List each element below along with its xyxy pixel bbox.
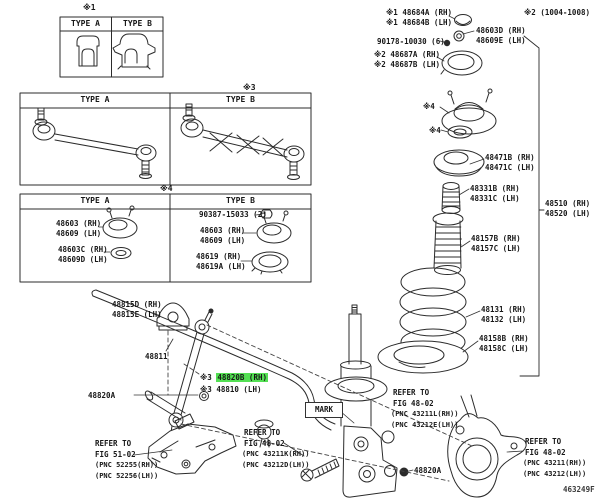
part-label-48158b-48158c[interactable]: 48158B (RH) 48158C (LH) xyxy=(479,334,529,353)
bearing-ring-drawing xyxy=(453,30,465,42)
part-label-48815d-48815e[interactable]: 48815D (RH) 48815E (LH) xyxy=(112,300,162,319)
refer-note-arm-head: REFER TO FIG 51-02 xyxy=(95,439,136,459)
part-label-48157b-48157c[interactable]: 48157B (RH) 48157C (LH) xyxy=(471,234,521,253)
inset3-header-type-a: TYPE A xyxy=(80,95,110,104)
marker-prefix: ※3 xyxy=(200,373,217,382)
dashed-alignment-lines xyxy=(167,324,473,482)
strut-support-drawing xyxy=(441,88,497,135)
link-type-b-drawing xyxy=(180,103,305,180)
link-type-a-drawing xyxy=(32,107,157,179)
inset1-header-type-b: TYPE B xyxy=(123,19,152,28)
support-ring-drawing xyxy=(447,125,473,139)
refer-note-strut-head: REFER TO FIG 48-02 xyxy=(393,388,434,408)
part-label-48603d-48609e[interactable]: 48603D (RH) 48609E (LH) xyxy=(476,26,526,45)
part-label-48331b-48331c[interactable]: 48331B (RH) 48331C (LH) xyxy=(470,184,520,203)
inset-box4-frame xyxy=(19,193,312,283)
stabilizer-nut-left-drawing xyxy=(199,391,209,401)
bump-stop-drawing xyxy=(441,182,461,214)
part-label-90178-10030[interactable]: 90178-10030 (6) xyxy=(377,37,445,46)
seal-ring-drawing xyxy=(440,50,483,76)
inset4-header-type-b: TYPE B xyxy=(226,196,255,205)
mark-callout-box: MARK xyxy=(305,402,343,418)
coil-spring-drawing xyxy=(399,267,467,356)
inset1-header-type-a: TYPE A xyxy=(71,19,100,28)
upper-spring-seat-drawing xyxy=(433,149,485,177)
part-label-48603-48609-type-a[interactable]: 48603 (RH) 48609 (LH) xyxy=(56,219,102,238)
part-label-48811[interactable]: 48811 xyxy=(145,352,168,361)
part-label-48471b-48471c[interactable]: 48471B (RH) 48471C (LH) xyxy=(485,153,535,172)
part-label-48603c-48609d[interactable]: 48603C (RH) 48609D (LH) xyxy=(58,245,108,264)
part-label-48619-48619a[interactable]: 48619 (RH) 48619A (LH) xyxy=(196,252,246,271)
marker-support: ※4 xyxy=(423,102,435,111)
bushing-type-a-drawing xyxy=(76,35,100,67)
knuckle-drawing xyxy=(447,394,527,498)
inset-box1-frame xyxy=(59,16,164,78)
diagram-code: 463249F xyxy=(563,485,595,494)
refer-note-knuckle-head: REFER TO FIG 48-02 xyxy=(525,437,566,457)
assembly-bracket-line xyxy=(519,35,545,377)
inset4-marker: ※4 xyxy=(160,184,173,193)
ring-type-a-drawing xyxy=(110,247,132,259)
part-label-48131-48132[interactable]: 48131 (RH) 48132 (LH) xyxy=(481,305,527,324)
refer-note-arm-pnc: (PNC 52255(RH)) (PNC 52256(LH)) xyxy=(95,461,159,480)
inset-leader-lines xyxy=(98,213,263,262)
selected-part-highlight[interactable]: 48820B (RH) xyxy=(216,373,268,382)
inset3-marker: ※3 xyxy=(243,83,256,92)
refer-note-knuckle-pnc: (PNC 43211(RH)) (PNC 43212(LH)) xyxy=(523,459,587,478)
part-label-48820b-selected[interactable]: ※3 48820B (RH) xyxy=(200,373,268,383)
note-1004-1008: ※2 (1004-1008) xyxy=(524,8,590,17)
part-label-90387-15033[interactable]: 90387-15033 (2) xyxy=(199,210,267,219)
inset3-header-type-b: TYPE B xyxy=(226,95,255,104)
lower-arm-drawing xyxy=(147,413,237,475)
cap-drawing xyxy=(454,14,472,26)
bushing-type-b-drawing xyxy=(112,33,156,70)
inset4-header-type-a: TYPE A xyxy=(80,196,110,205)
stabilizer-nut-right-drawing xyxy=(399,467,409,477)
flange-nut-drawing xyxy=(443,39,451,47)
marker-ring: ※4 xyxy=(429,126,441,135)
bolt-drawing xyxy=(300,458,340,482)
part-label-48510-48520[interactable]: 48510 (RH) 48520 (LH) xyxy=(545,199,591,218)
inset1-marker: ※1 xyxy=(83,3,96,12)
leader-lines xyxy=(133,15,524,472)
seal-type-b-drawing xyxy=(251,251,289,275)
part-label-48810[interactable]: ※3 48810 (LH) xyxy=(200,385,262,394)
part-label-48687a-48687b[interactable]: ※2 48687A (RH) ※2 48687B (LH) xyxy=(374,50,440,69)
strut-drawing xyxy=(324,304,398,498)
part-label-48820a-left[interactable]: 48820A xyxy=(88,391,116,400)
refer-note-bracket-pnc: (PNC 43211K(RH)) (PNC 43212D(LH)) xyxy=(242,450,310,469)
refer-note-strut-pnc: (PNC 43211L(RH)) (PNC 43212E(LH)) xyxy=(391,410,459,429)
lower-spring-seat-drawing xyxy=(377,340,469,374)
part-label-48820a-right[interactable]: 48820A xyxy=(414,466,442,475)
inset-box3-frame xyxy=(19,92,312,186)
ball-joint-drawing xyxy=(254,419,274,448)
refer-note-bracket-head: REFER TO FIG 48-02 xyxy=(244,428,285,448)
mount-type-a-drawing xyxy=(102,205,138,239)
bar-bushing-drawing xyxy=(156,302,190,331)
dust-boot-drawing xyxy=(432,212,464,275)
part-label-48603-48609-type-b[interactable]: 48603 (RH) 48609 (LH) xyxy=(200,226,246,245)
mount-type-b-drawing xyxy=(256,210,292,244)
part-label-48684a-48684b[interactable]: ※1 48684A (RH) ※1 48684B (LH) xyxy=(386,8,452,27)
